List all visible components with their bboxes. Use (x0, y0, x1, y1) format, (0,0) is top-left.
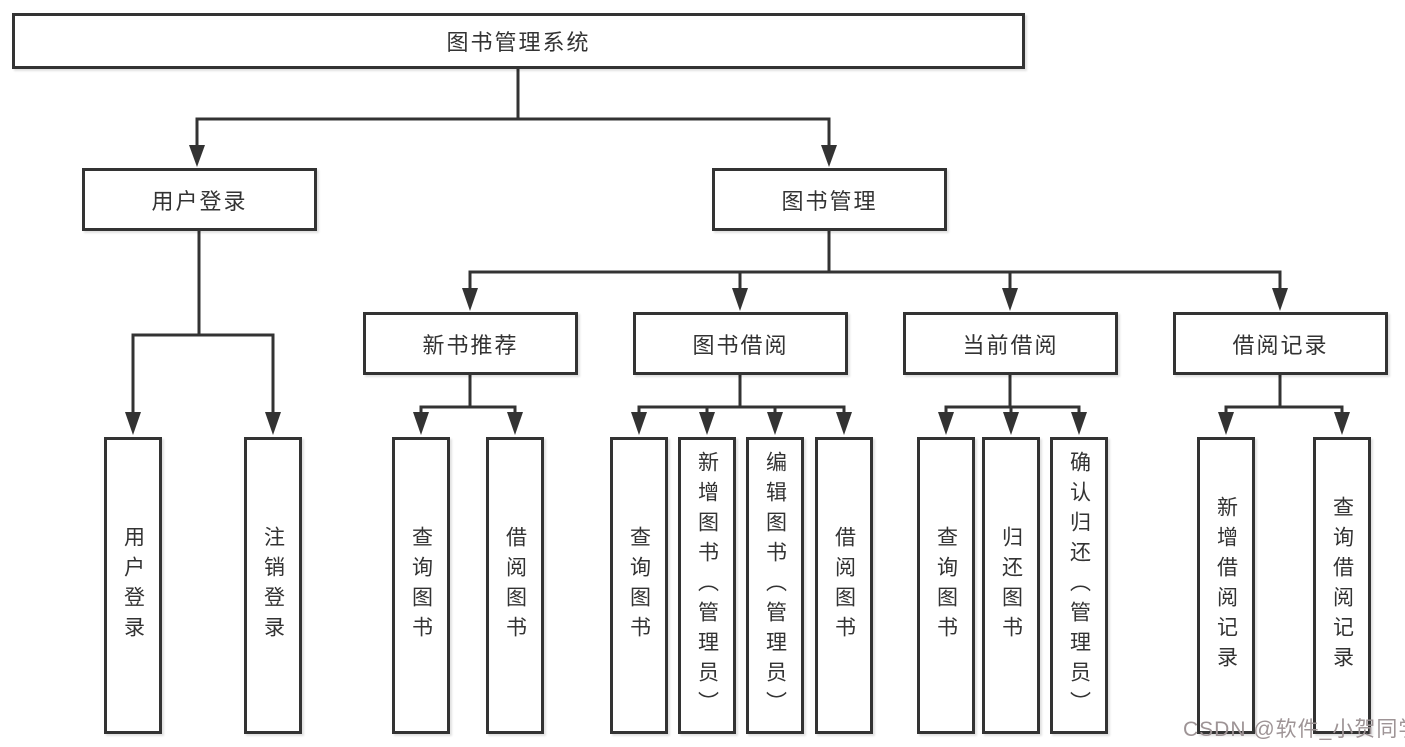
leaf-add-borrow-record: 新增借阅记录 (1197, 437, 1255, 734)
arrowhead (821, 145, 837, 167)
node-borrow-record: 借阅记录 (1173, 312, 1388, 375)
arrowhead (1334, 412, 1350, 435)
arrowhead (1272, 288, 1288, 311)
node-new-book-recommend: 新书推荐 (363, 312, 578, 375)
leaf-add-book-admin: 新增图书（管理员） (678, 437, 736, 734)
node-user-login: 用户登录 (82, 168, 317, 231)
arrowhead (189, 145, 205, 167)
arrowhead (938, 412, 954, 435)
connector-root (195, 67, 831, 149)
node-library-management-system: 图书管理系统 (12, 13, 1025, 69)
connector-new-book (419, 373, 517, 416)
arrowhead (767, 412, 783, 435)
connector-book-management (468, 229, 1282, 292)
connector-borrow-record (1224, 373, 1344, 416)
connector-user-login (131, 229, 275, 416)
node-book-management: 图书管理 (712, 168, 947, 231)
arrowhead (1002, 288, 1018, 311)
arrowhead (1003, 412, 1019, 435)
leaf-borrow-books: 借阅图书 (815, 437, 873, 734)
node-current-borrow: 当前借阅 (903, 312, 1118, 375)
arrowhead (507, 412, 523, 435)
arrowhead (699, 412, 715, 435)
leaf-query-books-borrow: 查询图书 (610, 437, 668, 734)
arrowhead (462, 288, 478, 311)
csdn-watermark: CSDN @软件_小贺同学 (1183, 718, 1405, 741)
arrowhead (1218, 412, 1234, 435)
connector-book-borrow (637, 373, 846, 416)
arrowhead (1071, 412, 1087, 435)
leaf-query-books-recommend: 查询图书 (392, 437, 450, 734)
leaf-query-books-current: 查询图书 (917, 437, 975, 734)
leaf-user-login: 用户登录 (104, 437, 162, 734)
arrowhead (836, 412, 852, 435)
arrowhead (125, 412, 141, 435)
arrowhead (413, 412, 429, 435)
arrowhead (265, 412, 281, 435)
arrowhead (732, 288, 748, 311)
leaf-confirm-return-admin: 确认归还（管理员） (1050, 437, 1108, 734)
connector-current-borrow (944, 373, 1081, 416)
leaf-edit-book-admin: 编辑图书（管理员） (746, 437, 804, 734)
leaf-logout: 注销登录 (244, 437, 302, 734)
arrowhead (631, 412, 647, 435)
leaf-query-borrow-record: 查询借阅记录 (1313, 437, 1371, 734)
node-book-borrow: 图书借阅 (633, 312, 848, 375)
leaf-borrow-books-recommend: 借阅图书 (486, 437, 544, 734)
leaf-return-books: 归还图书 (982, 437, 1040, 734)
